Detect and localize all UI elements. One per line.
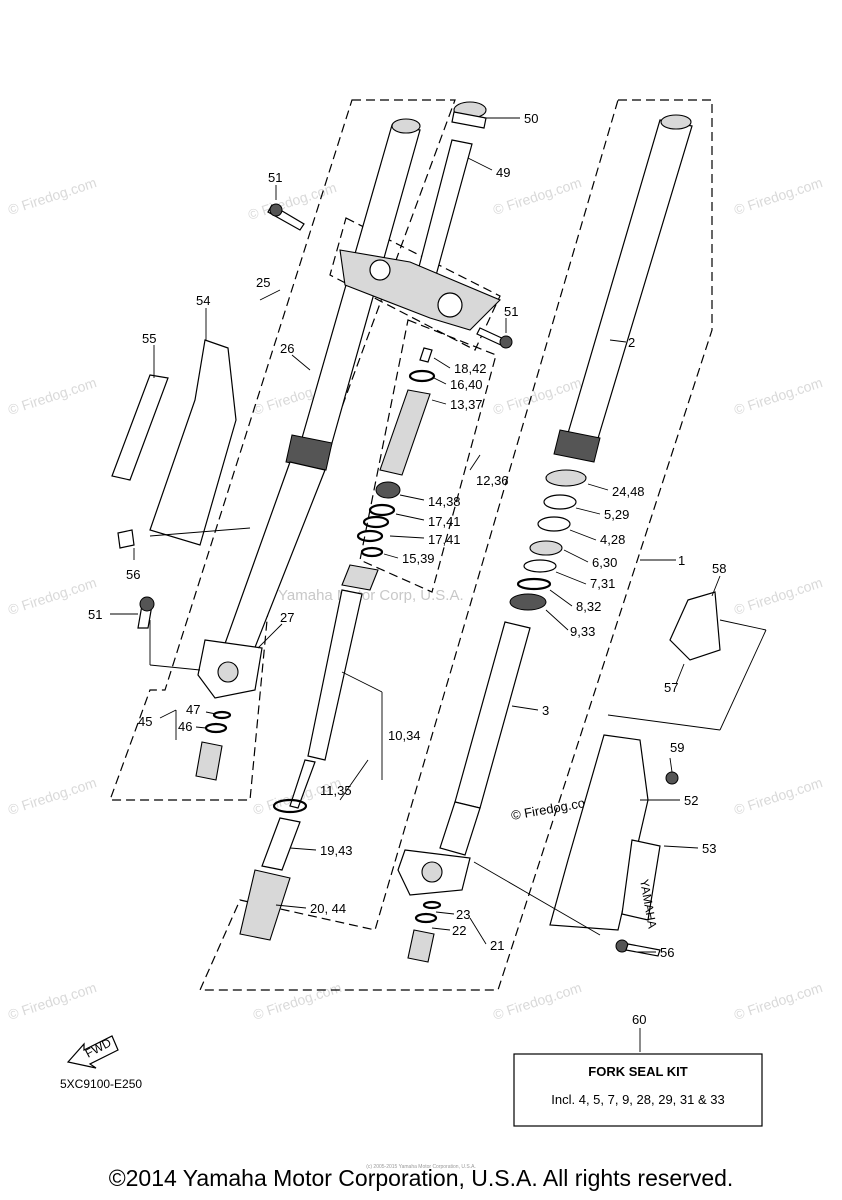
firedog-watermark: © Firedog.com [732, 979, 824, 1023]
fine-print: (c) 2005-2015 Yamaha Motor Corporation, … [366, 1164, 476, 1170]
damper-cartridge [239, 347, 436, 941]
firedog-watermark: © Firedog.com [491, 979, 583, 1023]
firedog-watermark: © Firedog.com [732, 574, 824, 618]
callout-50: 50 [524, 111, 538, 126]
right-axle-parts [407, 900, 442, 963]
callout-12-36: 12,36 [476, 473, 509, 488]
firedog-watermark: © Firedog.com [6, 774, 98, 818]
callout-4-28: 4,28 [600, 532, 625, 547]
callout-24-48: 24,48 [612, 484, 645, 499]
callout-1: 1 [678, 553, 685, 568]
copyright-notice: ©2014 Yamaha Motor Corporation, U.S.A. A… [109, 1165, 734, 1191]
dashed-group-outlines [109, 99, 713, 991]
callout-45: 45 [138, 714, 152, 729]
callout-56: 56 [126, 567, 140, 582]
firedog-watermark: © Firedog.com [251, 979, 343, 1023]
callout-8-32: 8,32 [576, 599, 601, 614]
callout-19-43: 19,43 [320, 843, 353, 858]
callout-15-39: 15,39 [402, 551, 435, 566]
kit-title: FORK SEAL KIT [588, 1064, 687, 1079]
callout-14-38: 14,38 [428, 494, 461, 509]
callout-11-35: 11,35 [320, 783, 352, 798]
callout-16-40: 16,40 [450, 377, 483, 392]
callout-26: 26 [280, 341, 294, 356]
firedog-watermark: © Firedog.com [6, 574, 98, 618]
callout-13-37: 13,37 [450, 397, 483, 412]
drawing-code: 5XC9100-E250 [60, 1077, 142, 1091]
firedog-watermark: © Firedog.com [732, 774, 824, 818]
callout-10-34: 10,34 [388, 728, 421, 743]
fork-seal-kit-box: FORK SEAL KIT Incl. 4, 5, 7, 9, 28, 29, … [513, 1053, 763, 1127]
callout-49: 49 [496, 165, 510, 180]
callout-57: 57 [664, 680, 678, 695]
callout-numbers: 50 49 51 51 51 25 54 55 26 2 18,42 16,40… [88, 111, 726, 1027]
firedog-watermark: © Firedog.com [732, 374, 824, 418]
firedog-watermark: © Firedog.com [6, 174, 98, 218]
callout-22: 22 [452, 923, 466, 938]
right-fork-guard: YAMAHA [549, 591, 721, 957]
left-fork-guard [111, 339, 237, 549]
firedog-watermark: © Firedog.com [491, 174, 583, 218]
callout-53: 53 [702, 841, 716, 856]
callout-46: 46 [178, 719, 192, 734]
callout-54: 54 [196, 293, 210, 308]
callout-51: 51 [504, 304, 518, 319]
firedog-watermark: © Firedog.com [6, 979, 98, 1023]
callout-17-41: 17,41 [428, 532, 461, 547]
callout-25: 25 [256, 275, 270, 290]
callout-6-30: 6,30 [592, 555, 617, 570]
right-fork-leg [397, 114, 693, 896]
callout-58: 58 [712, 561, 726, 576]
callout-60: 60 [632, 1012, 646, 1027]
callout-2: 2 [628, 335, 635, 350]
callout-27: 27 [280, 610, 294, 625]
callout-3: 3 [542, 703, 549, 718]
callout-23: 23 [456, 907, 470, 922]
leader-lines [110, 117, 767, 1052]
callout-51: 51 [88, 607, 102, 622]
firedog-watermark: © Firedog.com [491, 374, 583, 418]
callout-56: 56 [660, 945, 674, 960]
callout-18-42: 18,42 [454, 361, 487, 376]
callout-55: 55 [142, 331, 156, 346]
callout-17-41: 17,41 [428, 514, 461, 529]
callout-9-33: 9,33 [570, 624, 595, 639]
callout-5-29: 5,29 [604, 507, 629, 522]
firedog-watermark: © Firedog.com [6, 374, 98, 418]
callout-21: 21 [490, 938, 504, 953]
firedog-watermark: © Firedog.com [732, 174, 824, 218]
callout-59: 59 [670, 740, 684, 755]
steering-stem [339, 101, 501, 331]
callout-20-44: 20, 44 [310, 901, 346, 916]
kit-contents: Incl. 4, 5, 7, 9, 28, 29, 31 & 33 [551, 1092, 724, 1107]
callout-52: 52 [684, 793, 698, 808]
bolts [137, 203, 513, 629]
callout-7-31: 7,31 [590, 576, 615, 591]
yamaha-watermark: Yamaha Motor Corp, U.S.A. [278, 587, 464, 604]
left-axle-parts [195, 710, 232, 781]
fwd-arrow: FWD [66, 1035, 119, 1069]
callout-51: 51 [268, 170, 282, 185]
callout-47: 47 [186, 702, 200, 717]
